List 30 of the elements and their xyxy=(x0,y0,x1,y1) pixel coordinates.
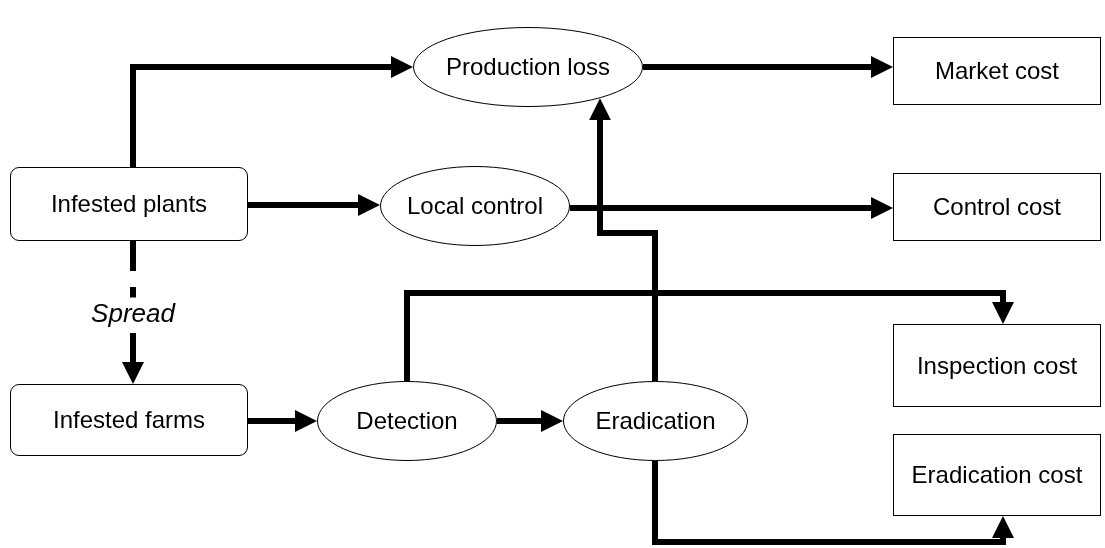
arrow xyxy=(652,461,1014,545)
cost-box xyxy=(893,434,1101,516)
node-label: Eradication xyxy=(595,407,716,435)
rounded-box xyxy=(10,384,248,456)
arrow xyxy=(643,56,893,78)
cost-box xyxy=(893,324,1101,407)
node-label: Market cost xyxy=(935,57,1059,85)
node-label: Infested farms xyxy=(52,406,206,434)
node-label: Detection xyxy=(356,407,458,435)
edge-label: Spread xyxy=(89,297,177,328)
node-label: Production loss xyxy=(445,53,611,81)
node-label: Local control xyxy=(406,192,544,220)
node-label: Inspection cost xyxy=(916,351,1078,380)
node-label: Eradication cost xyxy=(911,461,1083,489)
arrow xyxy=(130,56,413,167)
rounded-box xyxy=(10,167,248,241)
process-ellipse xyxy=(380,166,570,246)
arrow xyxy=(569,197,893,219)
arrow xyxy=(497,410,563,432)
cost-box xyxy=(893,173,1101,241)
arrow xyxy=(248,194,381,216)
node-label: Infested plants xyxy=(50,190,208,218)
arrow xyxy=(248,410,317,432)
process-ellipse xyxy=(563,381,748,461)
process-ellipse xyxy=(413,27,643,107)
cost-box xyxy=(893,37,1101,105)
arrow xyxy=(589,98,658,381)
node-label: Control cost xyxy=(932,193,1062,221)
process-ellipse xyxy=(317,381,497,461)
arrow xyxy=(404,290,1014,381)
